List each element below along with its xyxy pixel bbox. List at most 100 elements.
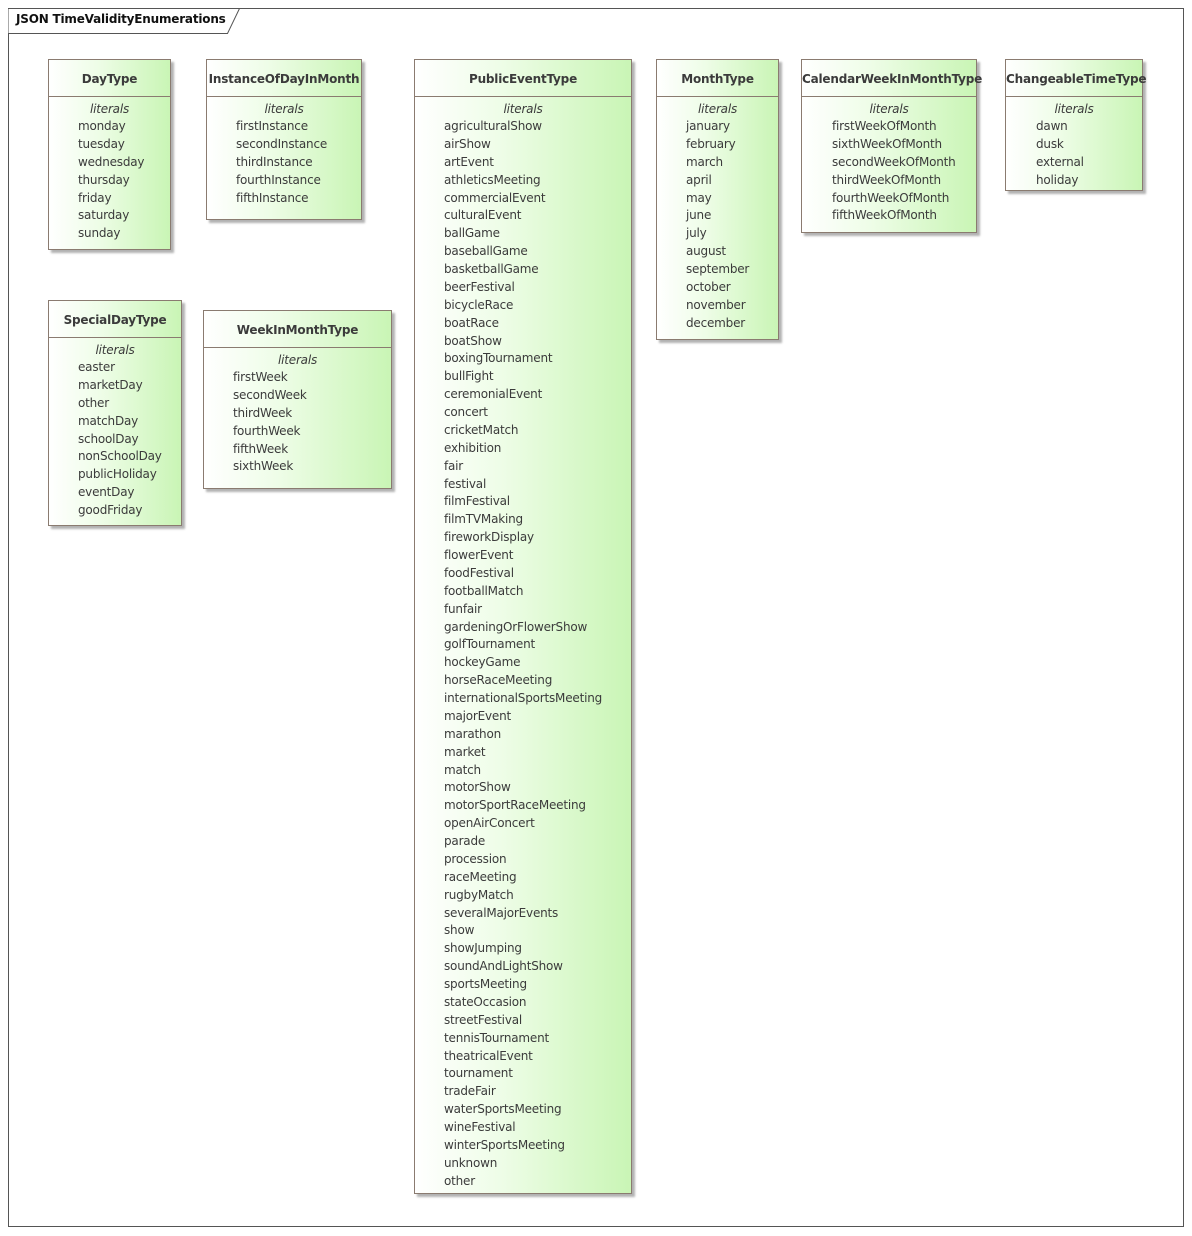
enum-name: WeekInMonthType xyxy=(204,311,391,348)
enum-literal: ceremonialEvent xyxy=(444,387,543,402)
enum-literal: july xyxy=(686,226,707,241)
enum-literal: golfTournament xyxy=(444,637,536,652)
enum-literal: matchDay xyxy=(78,413,139,428)
enum-literal: firstWeekOfMonth xyxy=(832,119,937,133)
enum-literal: tournament xyxy=(444,1066,513,1081)
enum-literal: thirdWeekOfMonth xyxy=(832,172,941,187)
literal-list: firstWeekOfMonth sixthWeekOfMonth secondWe… xyxy=(802,118,976,225)
enum-literal: october xyxy=(686,279,731,294)
enum-literal: winterSportsMeeting xyxy=(444,1137,565,1152)
enum-literal: baseballGame xyxy=(444,244,528,259)
enum-publiceventtype[interactable]: PublicEventType literals agriculturalSho… xyxy=(414,59,632,1194)
enum-literal: eventDay xyxy=(78,485,135,500)
enum-literal: boxingTournament xyxy=(444,351,553,366)
enum-literal: december xyxy=(686,315,746,330)
enum-literal: boatShow xyxy=(444,333,502,348)
enum-literal: holiday xyxy=(1036,172,1079,187)
enum-literal: commercialEvent xyxy=(444,190,546,205)
enum-literal: bicycleRace xyxy=(444,297,514,312)
enum-literal: tradeFair xyxy=(444,1084,496,1099)
enum-literal: bullFight xyxy=(444,369,494,384)
enum-literal: market xyxy=(444,744,486,759)
enum-weekinmonthtype[interactable]: WeekInMonthType literals firstWeek second… xyxy=(203,310,392,489)
enum-literal: athleticsMeeting xyxy=(444,172,541,187)
enum-literal: rugbyMatch xyxy=(444,887,514,902)
enum-literal: secondInstance xyxy=(236,136,328,151)
enum-literal: fifthInstance xyxy=(236,190,309,205)
enum-literal: marketDay xyxy=(78,377,143,392)
enum-literal: showJumping xyxy=(444,941,522,956)
enum-literal: culturalEvent xyxy=(444,208,522,223)
enum-literal: motorShow xyxy=(444,780,511,795)
enum-calendarweekinmonthtype[interactable]: CalendarWeekInMonthType literals firstWe… xyxy=(801,59,982,233)
enum-instanceofdayinmonth[interactable]: InstanceOfDayInMonth literals firstInsta… xyxy=(206,59,362,220)
enum-literal: raceMeeting xyxy=(444,869,517,884)
enum-literal: other xyxy=(444,1173,475,1188)
enum-literal: exhibition xyxy=(444,440,502,455)
enum-literal: easter xyxy=(78,360,115,374)
enum-name: PublicEventType xyxy=(415,60,631,97)
enum-literal: streetFestival xyxy=(444,1012,523,1027)
enum-literal: airShow xyxy=(444,136,491,151)
enum-literal: friday xyxy=(78,190,112,205)
enum-literal: openAirConcert xyxy=(444,816,535,831)
enum-literal: april xyxy=(686,172,712,187)
enum-literal: firstWeek xyxy=(233,370,288,384)
enum-literal: horseRaceMeeting xyxy=(444,673,553,688)
enum-literal: june xyxy=(686,208,712,223)
enum-literal: motorSportRaceMeeting xyxy=(444,798,586,813)
enum-name: MonthType xyxy=(657,60,778,97)
enum-literal: artEvent xyxy=(444,154,494,169)
enum-literal: sportsMeeting xyxy=(444,977,527,991)
enum-literal: dawn xyxy=(1036,119,1068,133)
enum-literal: publicHoliday xyxy=(78,467,157,482)
enum-literal: thursday xyxy=(78,172,130,187)
literals-heading: literals xyxy=(277,353,318,367)
enum-literal: may xyxy=(686,190,712,205)
enum-literal: monday xyxy=(78,119,126,133)
diagram-title-tab xyxy=(8,8,240,34)
literals-heading: literals xyxy=(1054,102,1094,116)
enum-literal: fourthWeekOfMonth xyxy=(832,190,950,205)
enum-literal: flowerEvent xyxy=(444,548,514,562)
literals-heading: literals xyxy=(264,102,304,116)
enum-name: InstanceOfDayInMonth xyxy=(207,60,361,97)
enum-literal: unknown xyxy=(444,1155,498,1170)
enum-literal: majorEvent xyxy=(444,708,512,723)
enum-literal: dusk xyxy=(1036,136,1064,151)
enum-literal: footballMatch xyxy=(444,583,524,598)
enum-literal: thirdInstance xyxy=(236,154,313,169)
enum-name: SpecialDayType xyxy=(49,301,181,338)
enum-literal: sunday xyxy=(78,226,121,241)
enum-literal: marathon xyxy=(444,726,501,741)
enum-literal: agriculturalShow xyxy=(444,119,542,133)
enum-literal: parade xyxy=(444,834,486,848)
enum-literal: ballGame xyxy=(444,226,500,241)
enum-literal: sixthWeekOfMonth xyxy=(832,136,942,151)
enum-literal: match xyxy=(444,762,481,777)
enum-literal: tuesday xyxy=(78,136,125,151)
enum-literal: festival xyxy=(444,476,487,491)
enum-literal: internationalSportsMeeting xyxy=(444,691,603,705)
enum-literal: secondWeekOfMonth xyxy=(832,154,956,169)
literals-heading: literals xyxy=(95,343,135,357)
literal-list: agriculturalShow airShow artEvent athletics… xyxy=(415,118,631,1191)
enum-literal: november xyxy=(686,297,746,312)
enum-literal: goodFriday xyxy=(78,503,143,517)
enum-literal: secondWeek xyxy=(233,387,307,402)
enum-literal: schoolDay xyxy=(78,431,139,446)
enum-literal: soundAndLightShow xyxy=(444,959,563,974)
enum-literal: severalMajorEvents xyxy=(444,905,559,920)
enum-name: DayType xyxy=(49,60,170,97)
enum-literal: foodFestival xyxy=(444,565,514,580)
enum-literal: gardeningOrFlowerShow xyxy=(444,619,588,634)
